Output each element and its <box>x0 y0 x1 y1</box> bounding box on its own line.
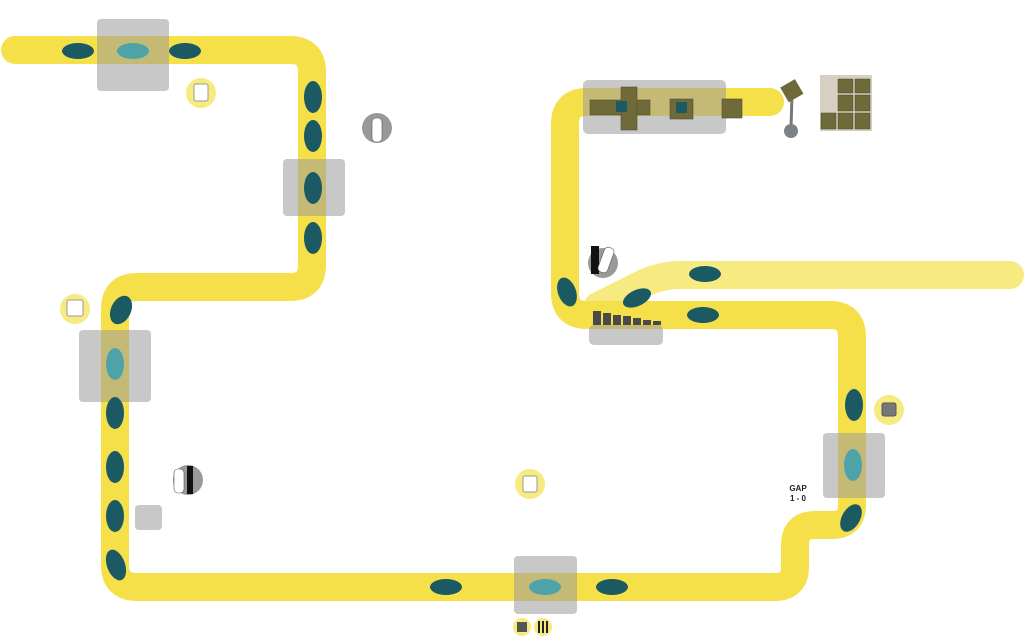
accumulated-packs <box>593 311 661 325</box>
gap-title: GAP <box>789 484 807 493</box>
station-accumulation[interactable] <box>589 325 663 345</box>
station-packing[interactable] <box>583 80 726 134</box>
jug-icon <box>60 294 90 324</box>
jug-icon <box>186 78 216 108</box>
cap-icon <box>513 618 531 636</box>
bottle-label-icon <box>588 246 618 278</box>
main-conveyor <box>1 36 866 601</box>
bottom-indicators <box>513 618 552 636</box>
jug-icon <box>874 395 904 425</box>
bottle-indicators <box>173 113 618 495</box>
barcode-icon <box>534 618 552 636</box>
jug-icon <box>515 469 545 499</box>
bottle-icon <box>362 113 392 143</box>
pallet <box>820 75 872 131</box>
jug-indicators <box>60 78 904 499</box>
gap-value: 1 - 0 <box>789 494 806 503</box>
station-reject[interactable] <box>135 505 162 530</box>
products <box>62 43 863 595</box>
packing-boxes <box>589 86 743 131</box>
gap-readout: GAP 1 - 0 <box>780 484 816 504</box>
palletizer-robot <box>780 79 804 138</box>
bottle-label-icon <box>173 465 203 495</box>
secondary-conveyor <box>584 261 1024 320</box>
